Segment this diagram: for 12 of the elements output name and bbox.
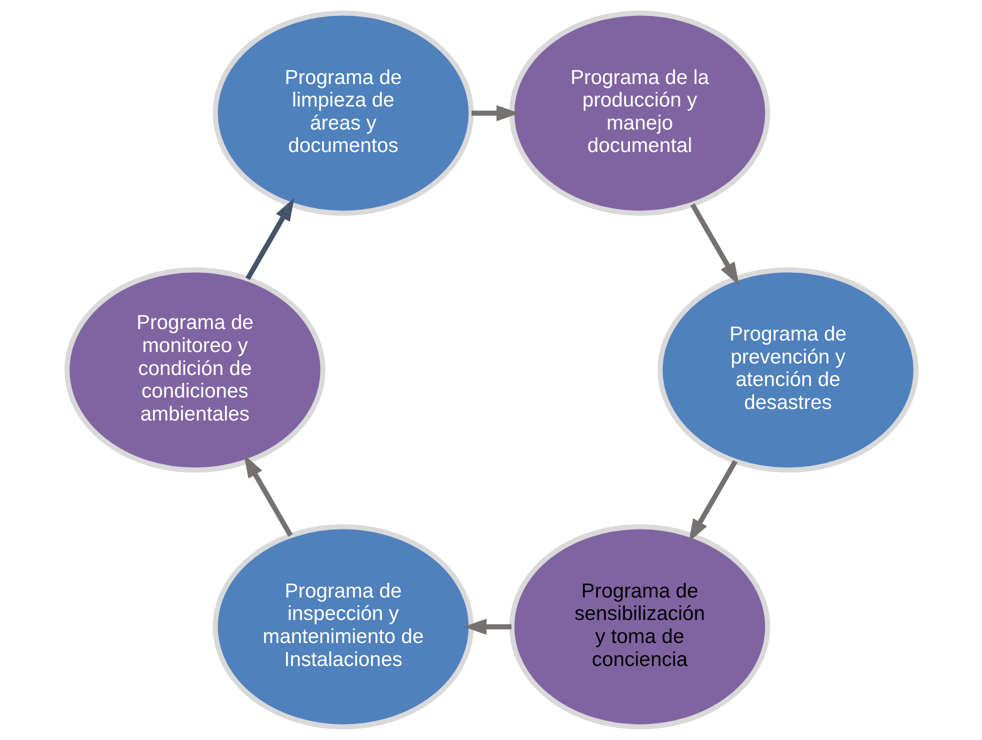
node-ellipse: Programa de la producción y manejo documental bbox=[508, 10, 770, 216]
arrow bbox=[463, 618, 511, 635]
arrow bbox=[244, 198, 294, 280]
node-ellipse: Programa de sensibilización y toma de conciencia bbox=[508, 524, 770, 730]
arrow bbox=[243, 454, 292, 537]
arrow bbox=[471, 105, 519, 122]
node-ellipse: Programa de limpieza de áreas y documentos bbox=[212, 10, 474, 216]
node-ellipse: Programa de monitoreo y condición de condiciones ambientales bbox=[64, 267, 325, 473]
arrow bbox=[690, 203, 739, 286]
node-ellipse: Programa de prevención y atención de desastres bbox=[657, 267, 918, 473]
arrow bbox=[688, 460, 738, 542]
node-ellipse: Programa de inspección y mantenimiento de Instalaciones bbox=[212, 524, 474, 730]
